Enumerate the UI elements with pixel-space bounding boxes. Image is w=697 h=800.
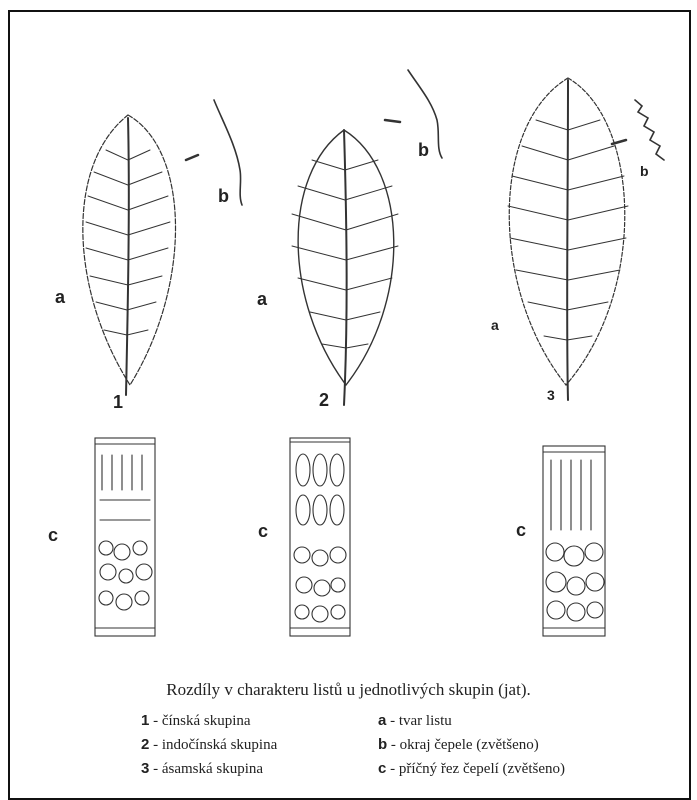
label-group-3: 3 [547,388,555,402]
legend-item-b: b - okraj čepele (zvětšeno) [378,733,565,757]
legend-item-group-1: 1 - čínská skupina [141,709,277,733]
legend-parts: a - tvar listu b - okraj čepele (zvětšen… [378,709,565,781]
label-c-2: c [258,522,268,540]
edge-detail-1 [186,100,242,205]
legend-item-group-2: 2 - indočínská skupina [141,733,277,757]
label-c-1: c [48,526,58,544]
edge-detail-3 [612,100,664,160]
label-a-3: a [491,318,499,332]
label-b-2: b [418,141,429,159]
legend-item-a: a - tvar listu [378,709,565,733]
leaf-2-veins [292,130,398,405]
legend-groups: 1 - čínská skupina 2 - indočínská skupin… [141,709,277,781]
label-a-1: a [55,288,65,306]
label-c-3: c [516,521,526,539]
label-group-1: 1 [113,393,123,411]
label-b-3: b [640,164,649,178]
legend-item-c: c - příčný řez čepelí (zvětšeno) [378,757,565,781]
cross-section-2 [290,438,350,636]
label-b-1: b [218,187,229,205]
label-group-2: 2 [319,391,329,409]
figure-caption: Rozdíly v charakteru listů u jednotlivýc… [0,680,697,700]
cross-section-3 [543,446,605,636]
legend-item-group-3: 3 - ásamská skupina [141,757,277,781]
cross-section-1 [95,438,155,636]
label-a-2: a [257,290,267,308]
leaf-1-veins [86,118,170,395]
edge-detail-2 [385,70,442,158]
